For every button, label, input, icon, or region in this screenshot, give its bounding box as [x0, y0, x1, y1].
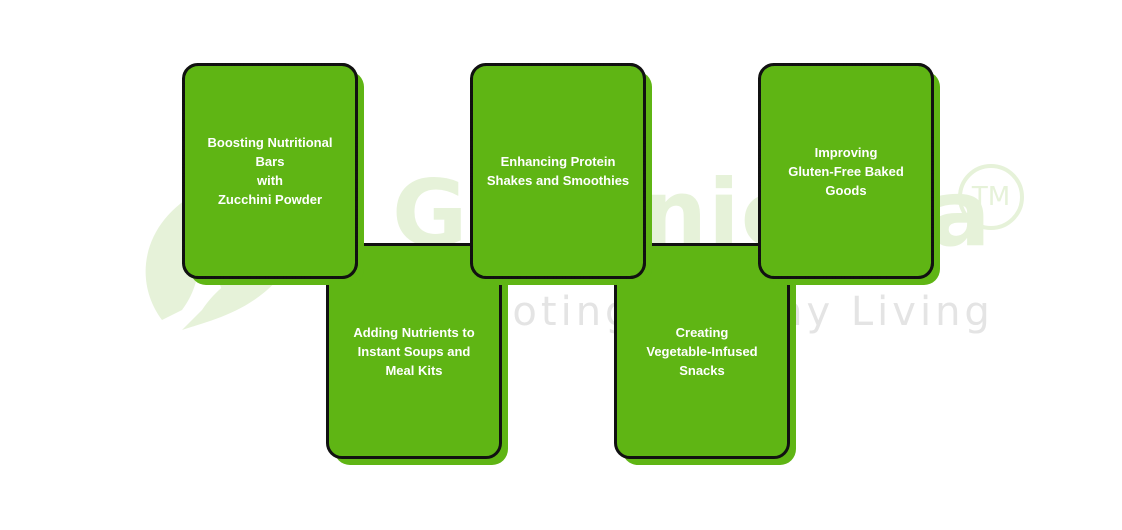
card-face: Enhancing Protein Shakes and Smoothies [470, 63, 646, 279]
card-label: Adding Nutrients to Instant Soups and Me… [353, 324, 475, 378]
card-label: Boosting Nutritional Bars with Zucchini … [207, 135, 333, 207]
card-label: Enhancing Protein Shakes and Smoothies [486, 154, 630, 188]
card-label: Creating Vegetable-Infused Snacks [646, 324, 758, 378]
card-label: Improving Gluten-Free Baked Goods [788, 144, 904, 198]
card-face: Boosting Nutritional Bars with Zucchini … [182, 63, 358, 279]
card-face: Improving Gluten-Free Baked Goods [758, 63, 934, 279]
card-vegetable-snacks: Creating Vegetable-Infused Snacks [614, 243, 796, 465]
card-gluten-free-goods: Improving Gluten-Free Baked Goods [758, 63, 940, 285]
trademark-badge: TM [958, 164, 1024, 230]
card-protein-shakes: Enhancing Protein Shakes and Smoothies [470, 63, 652, 285]
card-nutritional-bars: Boosting Nutritional Bars with Zucchini … [182, 63, 364, 285]
